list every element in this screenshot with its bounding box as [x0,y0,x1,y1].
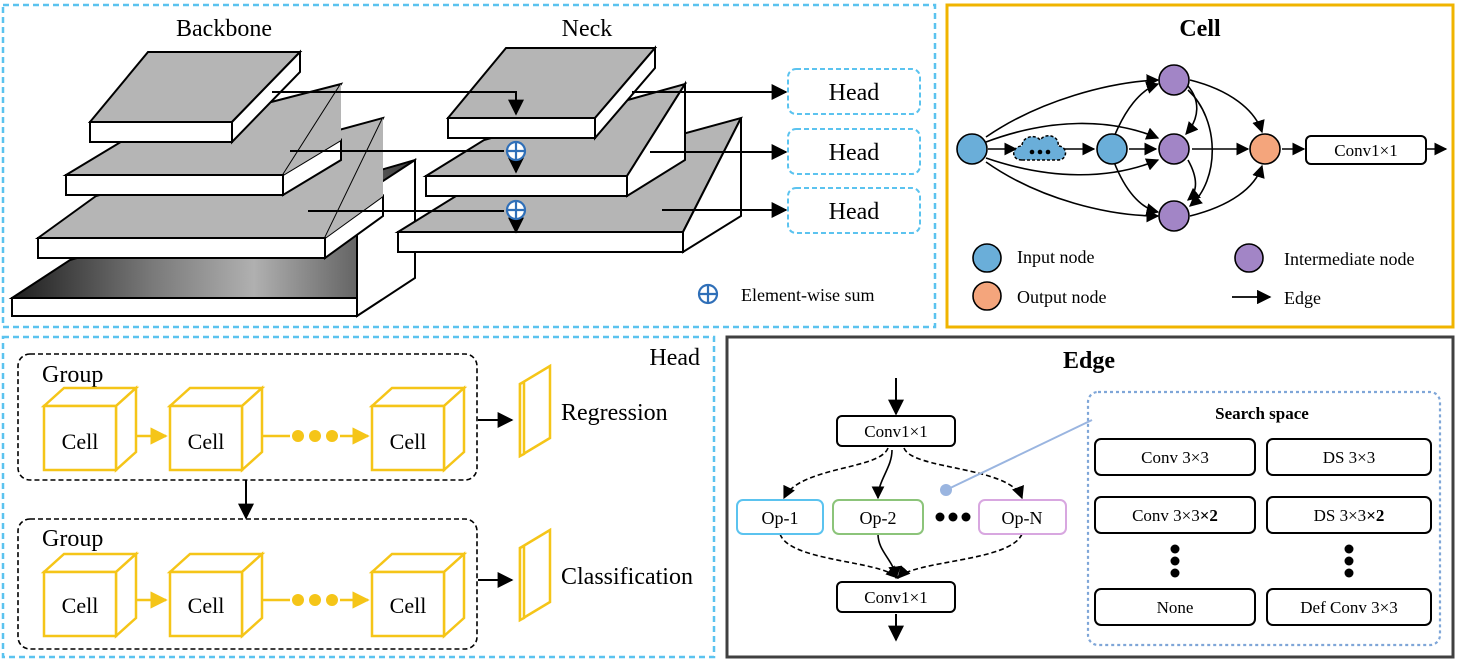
svg-text:DS 3×3×2: DS 3×3×2 [1314,506,1385,525]
cell-cube [40,385,140,473]
edge-conv-top: Conv1×1 [836,415,956,447]
legend-edge: Edge [1284,288,1321,308]
op-ds3x3: DS 3×3 [1266,438,1432,476]
search-space-title: Search space [1215,404,1309,423]
cell-conv-box: Conv1×1 [1305,135,1427,165]
cell-cube [40,551,140,639]
head-box-3: Head [787,187,921,234]
lateral-connections [272,91,524,234]
cell-label: Cell [62,429,99,454]
ellipsis-icon [292,430,338,442]
legend-input: Input node [1017,247,1094,267]
svg-text:Conv1×1: Conv1×1 [864,588,927,607]
cell-panel-border [945,3,1455,329]
cell-label: Cell [62,593,99,618]
op-ds3x3-x2: DS 3×3×2 [1266,496,1432,534]
search-space: Search space Conv 3×3 DS 3×3 Conv 3×3×2 … [1086,390,1442,647]
svg-text:Op-1: Op-1 [762,508,799,528]
head-panel: Head Group Cell Cell Cell [1,335,716,659]
classification-label: Classification [561,564,693,590]
head-panel-border [1,335,716,659]
sum-legend: Element-wise sum [697,283,874,305]
neck-label: Neck [562,16,613,42]
output-node-legend-icon [972,281,1002,311]
classification-output-icon [518,527,552,623]
svg-text:Op-2: Op-2 [860,508,897,528]
cloud-icon [1013,135,1067,161]
group-label: Group [42,362,103,388]
svg-text:Op-N: Op-N [1002,508,1043,528]
head-box-2: Head [787,128,921,175]
svg-text:Conv 3×3: Conv 3×3 [1141,448,1209,467]
regression-label: Regression [561,400,668,426]
cell-label: Cell [390,429,427,454]
svg-text:Head: Head [829,199,880,225]
legend-output: Output node [1017,287,1107,307]
vertical-ellipsis-icon [1344,544,1354,578]
input-node [956,133,988,165]
search-space-connector [945,419,1093,491]
input-node-legend-icon [972,243,1002,273]
vertical-ellipsis-icon [1170,544,1180,578]
regression-output-icon [518,363,552,459]
op-conv3x3-x2: Conv 3×3×2 [1094,496,1256,534]
ellipsis-icon [292,594,338,606]
cell-label: Cell [390,593,427,618]
op-conv3x3: Conv 3×3 [1094,438,1256,476]
op-def-conv3x3: Def Conv 3×3 [1266,588,1432,626]
neck-layer-1 [445,45,658,141]
group-label: Group [42,526,103,552]
svg-text:DS 3×3: DS 3×3 [1323,448,1376,467]
cell-cube [368,385,468,473]
circle-plus-icon [505,140,527,162]
svg-text:Conv1×1: Conv1×1 [1334,141,1397,160]
fpn-panel: Backbone Neck [1,3,937,329]
cell-cube [166,385,266,473]
cell-label: Cell [188,593,225,618]
intermediate-node [1158,133,1190,165]
head-connections [632,84,788,218]
group-regression: Group Cell Cell Cell [17,353,478,481]
circle-plus-icon [697,283,719,305]
cell-label: Cell [188,429,225,454]
edge-panel-title: Edge [1063,348,1115,374]
backbone-label: Backbone [176,16,272,42]
op-n-box: Op-N [978,499,1067,535]
group-classification: Group Cell Cell Cell [17,518,478,650]
head-panel-title: Head [649,345,700,371]
intermediate-node [1158,200,1190,232]
edge-candidate-paths [779,447,1024,580]
svg-text:Conv 3×3×2: Conv 3×3×2 [1132,506,1218,525]
edge-panel: Edge Conv1×1 Op-1 Op-2 Op-N [725,335,1455,659]
legend-intermediate: Intermediate node [1284,249,1414,269]
cell-legend: Input node Output node Intermediate node… [972,243,1414,311]
svg-text:Def Conv 3×3: Def Conv 3×3 [1300,598,1397,617]
intermediate-node-legend-icon [1234,243,1264,273]
fpn-panel-border [1,3,937,329]
cell-cube [166,551,266,639]
op-2-box: Op-2 [832,499,924,535]
backbone-layer-1 [87,49,303,145]
svg-text:Head: Head [829,140,880,166]
cell-graph-edges [985,74,1448,223]
circle-plus-icon [505,199,527,221]
edge-conv-bottom: Conv1×1 [836,581,956,613]
svg-text:Conv1×1: Conv1×1 [864,422,927,441]
connector-dot-icon [940,484,952,496]
intermediate-node [1158,64,1190,96]
op-1-box: Op-1 [736,499,824,535]
cell-cube [368,551,468,639]
svg-text:None: None [1157,598,1194,617]
sum-legend-label: Element-wise sum [741,285,874,305]
cell-panel: Cell [945,3,1455,329]
svg-text:Head: Head [829,80,880,106]
output-node [1249,133,1281,165]
cell-panel-title: Cell [1179,16,1221,42]
edge-panel-border [725,335,1455,659]
input-node [1096,133,1128,165]
op-none: None [1094,588,1256,626]
head-box-1: Head [787,68,921,115]
ellipsis-icon [935,512,971,522]
